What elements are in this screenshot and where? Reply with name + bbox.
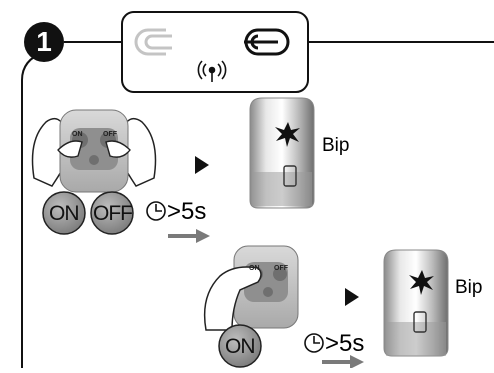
on-button-label: ON [49,202,79,225]
bip-label: Bip [322,135,350,156]
step-number-badge: 1 [24,22,64,62]
on-button-circle-a [42,191,86,235]
detector-device [383,249,449,357]
remote-one-hand [203,245,299,331]
link-icon [134,28,172,56]
unlink-icon [244,28,290,56]
play-arrow-icon [195,156,209,174]
remote-key-label-off: OFF [103,131,117,138]
detector-window [413,311,427,333]
star-burst-icon [275,122,300,147]
step-number: 1 [36,26,52,57]
hold-duration: >5s [167,198,207,225]
off-button-circle-a [90,191,134,235]
play-arrow-icon [345,288,359,306]
detector-device [249,97,315,209]
on-button-label: ON [225,335,255,358]
wireless-signal-icon [197,60,227,82]
hold-arrow [322,355,364,369]
pressing-hand [203,266,262,331]
star-burst-icon [409,270,434,295]
detector-window [283,165,297,187]
remote-key-label-off: OFF [274,265,288,272]
bip-label: Bip [455,277,483,298]
clock-icon [304,333,324,353]
hold-arrow [168,229,210,243]
remote-key-label-on: ON [249,265,260,272]
off-button-label: OFF [93,202,133,225]
on-button-circle-b [218,324,262,368]
hold-duration: >5s [325,330,365,357]
remote-key-label-on: ON [72,131,83,138]
mode-box [121,11,309,93]
clock-icon [146,201,166,221]
remote-both-hands [31,109,157,193]
